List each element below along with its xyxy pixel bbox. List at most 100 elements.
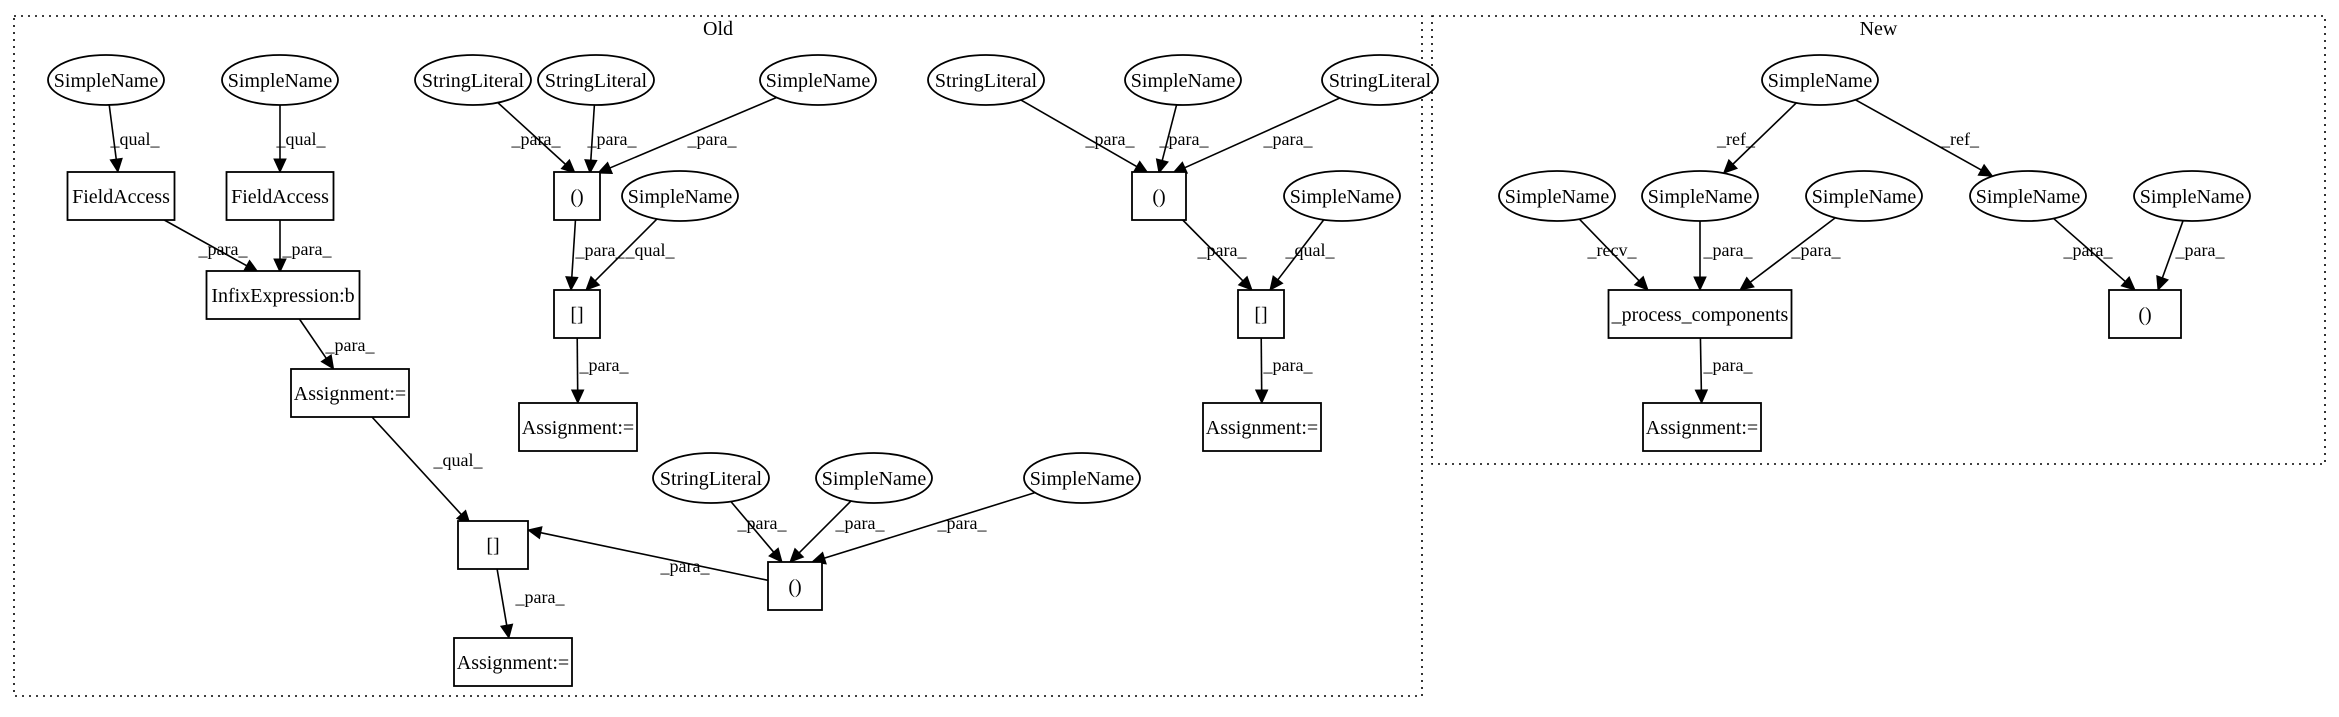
node-label: StringLiteral: [660, 468, 763, 490]
edge-label: _qual_: [433, 450, 484, 470]
edge-label: _para_: [660, 556, 711, 576]
node-o-idx2: []: [458, 521, 528, 569]
edge-n-sn4-to-n-call: _para_: [2054, 218, 2135, 290]
cluster-label: Old: [703, 18, 733, 40]
node-o-sn6: SimpleName: [1024, 453, 1140, 503]
edge-label: _para_: [687, 129, 738, 149]
edge-label: _para_: [2063, 240, 2114, 260]
node-o-sn7: SimpleName: [1125, 55, 1241, 105]
node-o-idx3: []: [1238, 290, 1284, 338]
edge-label: _para_: [1263, 355, 1314, 375]
node-label: StringLiteral: [935, 70, 1038, 92]
node-label: SimpleName: [1131, 70, 1236, 92]
edge-label: _para_: [1703, 355, 1754, 375]
node-label: SimpleName: [228, 70, 333, 92]
arrowhead: [1695, 390, 1707, 403]
arrowhead: [585, 160, 597, 173]
edge-o-sl2-to-o-call1: _para_: [585, 105, 638, 173]
node-o-call2: (): [768, 562, 822, 610]
edge-o-idx1-to-o-asg2: _para_: [572, 338, 630, 403]
node-label: SimpleName: [1648, 186, 1753, 208]
cluster-label: New: [1860, 18, 1898, 40]
arrowhead: [1978, 165, 1992, 177]
arrowhead: [1740, 277, 1754, 290]
edge-n-sn5-to-n-call: _para_: [2157, 221, 2226, 290]
node-label: InfixExpression:b: [211, 285, 354, 307]
edge-o-sn8-to-o-idx3: _qual_: [1270, 220, 1335, 290]
node-label: StringLiteral: [422, 70, 525, 92]
node-label: SimpleName: [1768, 70, 1873, 92]
node-label: _process_components: [1611, 304, 1789, 326]
arrowhead: [321, 355, 333, 369]
arrowhead: [1156, 159, 1168, 173]
edge-label: _qual_: [276, 129, 327, 149]
arrowhead: [566, 277, 578, 290]
node-n-sn5: SimpleName: [2134, 171, 2250, 221]
node-o-asg2: Assignment:=: [519, 403, 637, 451]
node-o-sl1: StringLiteral: [415, 55, 531, 105]
edge-o-idx2-to-o-asg3: _para_: [497, 569, 565, 638]
edge-o-fa2-to-o-infix: _para_: [274, 220, 332, 272]
node-label: (): [570, 186, 583, 208]
node-label: (): [2138, 304, 2151, 326]
node-label: SimpleName: [1976, 186, 2081, 208]
arrowhead: [110, 158, 122, 172]
edge-o-sn2-to-o-fa2: _qual_: [274, 105, 326, 172]
node-o-sn1: SimpleName: [48, 55, 164, 105]
node-label: SimpleName: [1290, 186, 1395, 208]
arrowhead: [1694, 277, 1706, 290]
arrowhead: [274, 159, 286, 172]
node-o-sl3: StringLiteral: [653, 453, 769, 503]
arrowhead: [2157, 276, 2168, 290]
node-n-top: SimpleName: [1762, 55, 1878, 105]
edge-label: _para_: [1085, 129, 1136, 149]
node-label: Assignment:=: [1646, 417, 1758, 439]
edge-label: _para_: [1159, 129, 1210, 149]
node-n-sn3: SimpleName: [1806, 171, 1922, 221]
edge-n-proc-to-n-asg: _para_: [1695, 338, 1753, 403]
edge-label: _para_: [579, 355, 630, 375]
edge-label: _qual_: [1285, 240, 1336, 260]
edge-line: [497, 569, 507, 625]
node-label: (): [1152, 186, 1165, 208]
edge-o-sn1-to-o-fa1: _qual_: [109, 105, 160, 172]
edge-label: _ref_: [1716, 129, 1756, 149]
node-n-call: (): [2109, 290, 2181, 338]
node-label: StringLiteral: [545, 70, 648, 92]
edge-label: _para_: [198, 239, 249, 259]
node-o-asg4: Assignment:=: [1203, 403, 1321, 451]
edge-label: _para_: [511, 129, 562, 149]
node-o-sl4: StringLiteral: [928, 55, 1044, 105]
node-n-sn1: SimpleName: [1499, 171, 1615, 221]
node-o-sl2: StringLiteral: [538, 55, 654, 105]
node-label: []: [570, 304, 583, 326]
node-label: SimpleName: [1030, 468, 1135, 490]
node-n-asg: Assignment:=: [1643, 403, 1761, 451]
node-o-sl5: StringLiteral: [1322, 55, 1438, 105]
edge-o-asg1-to-o-idx2: _qual_: [372, 417, 484, 524]
edge-o-infix-to-o-asg1: _para_: [299, 319, 375, 369]
edge-o-sl1-to-o-call1: _para_: [498, 103, 575, 173]
node-o-sn5: SimpleName: [816, 453, 932, 503]
node-o-sn4: SimpleName: [622, 171, 738, 221]
edge-label: _ref_: [1940, 129, 1980, 149]
edge-n-sn3-to-n-proc: _para_: [1740, 218, 1841, 290]
node-o-fa2: FieldAccess: [227, 172, 334, 220]
node-o-idx1: []: [554, 290, 600, 338]
node-o-call1: (): [554, 172, 600, 220]
cluster-old: Old: [14, 16, 1422, 696]
edge-line: [299, 319, 326, 358]
edge-label: _para_: [325, 335, 376, 355]
node-n-sn4: SimpleName: [1970, 171, 2086, 221]
edge-label: _para_: [1703, 240, 1754, 260]
node-label: SimpleName: [766, 70, 871, 92]
node-label: Assignment:=: [294, 383, 406, 405]
node-label: SimpleName: [1505, 186, 1610, 208]
arrowhead: [1256, 390, 1268, 403]
edge-o-sl3-to-o-call2: _para_: [731, 501, 788, 562]
edge-label: _qual_: [110, 129, 161, 149]
edge-o-call3-to-o-idx3: _para_: [1183, 220, 1252, 290]
node-o-fa1: FieldAccess: [68, 172, 175, 220]
edge-o-call2-to-o-idx2: _para_: [528, 527, 768, 581]
